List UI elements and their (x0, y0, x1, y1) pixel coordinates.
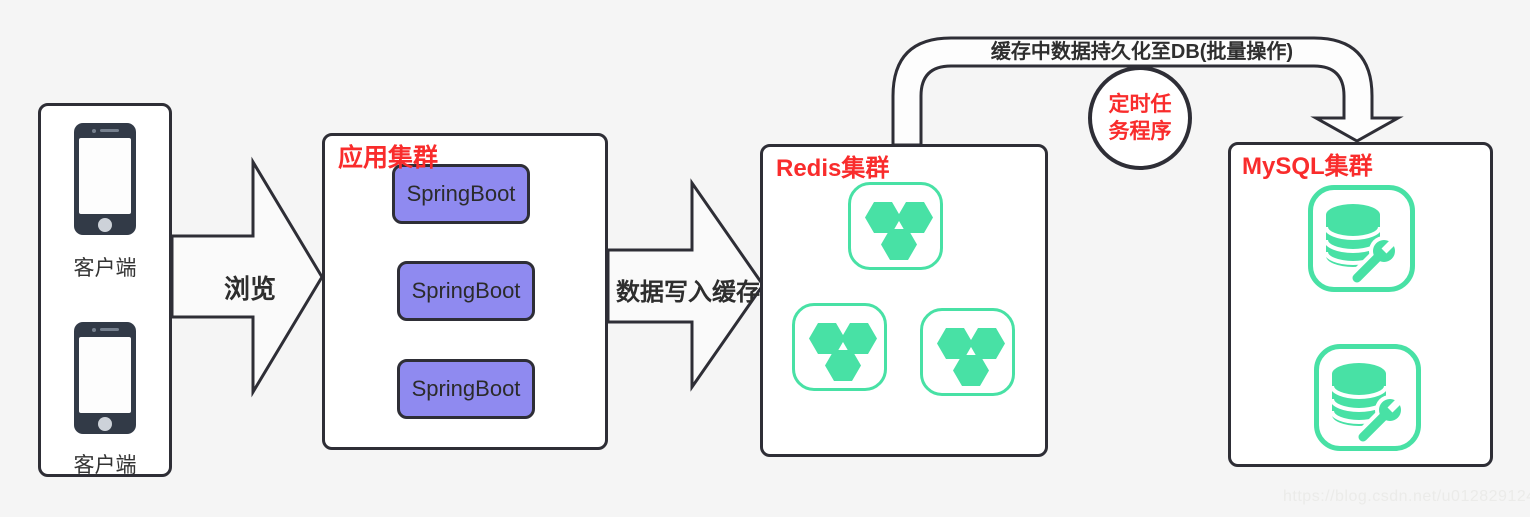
mysql-cluster-title: MySQL集群 (1242, 153, 1373, 180)
springboot-node: SpringBoot (397, 359, 535, 419)
write-cache-arrow-shape (606, 178, 765, 392)
redis-cluster-box: Redis集群 (760, 144, 1048, 457)
client-label: 客户端 (73, 454, 137, 477)
redis-node-icon (792, 303, 887, 391)
phone-speaker (100, 129, 119, 132)
mysql-db-icon (1308, 185, 1415, 292)
phone-screen (79, 138, 131, 214)
phone-speaker (100, 328, 119, 331)
hexagon-icon (897, 202, 933, 233)
phone-home-button (98, 417, 112, 431)
springboot-node: SpringBoot (392, 164, 530, 224)
scheduler-circle: 定时任 务程序 (1088, 66, 1192, 170)
app-cluster-title: 应用集群 (338, 144, 439, 172)
phone-camera-dot (92, 328, 96, 332)
hexagon-icon (825, 350, 861, 381)
write-cache-arrow-label: 数据写入缓存 (616, 279, 760, 306)
hexagon-icon (881, 229, 917, 260)
mysql-db-icon (1314, 344, 1421, 451)
database-wrench-icon (1330, 363, 1408, 448)
hexagon-icon (969, 328, 1005, 359)
scheduler-label-line1: 定时任 (1108, 93, 1172, 116)
hexagon-icon (937, 328, 973, 359)
hexagon-icon (953, 355, 989, 386)
app-cluster-box: 应用集群 SpringBoot SpringBoot SpringBoot (322, 133, 608, 450)
database-wrench-icon (1324, 204, 1402, 289)
phone-camera-dot (92, 129, 96, 133)
persist-pipe-arrow (891, 36, 1404, 147)
hexagon-icon (865, 202, 901, 233)
phone-home-button (98, 218, 112, 232)
persist-pipe-label: 缓存中数据持久化至DB(批量操作) (990, 41, 1294, 63)
browse-arrow-label: 浏览 (223, 274, 276, 304)
browse-arrow-shape (170, 156, 324, 398)
phone-icon (74, 123, 136, 235)
redis-node-icon (920, 308, 1015, 396)
hexagon-icon (841, 323, 877, 354)
phone-icon (74, 322, 136, 434)
client-group-box: 客户端 客户端 (38, 103, 172, 477)
client-label: 客户端 (73, 257, 137, 280)
watermark: https://blog.csdn.net/u012829124 (1283, 488, 1530, 505)
mysql-cluster-box: MySQL集群 (1228, 142, 1493, 467)
springboot-node: SpringBoot (397, 261, 535, 321)
redis-node-icon (848, 182, 943, 270)
hexagon-icon (809, 323, 845, 354)
scheduler-label-line2: 务程序 (1108, 120, 1172, 143)
phone-screen (79, 337, 131, 413)
redis-cluster-title: Redis集群 (776, 155, 890, 182)
